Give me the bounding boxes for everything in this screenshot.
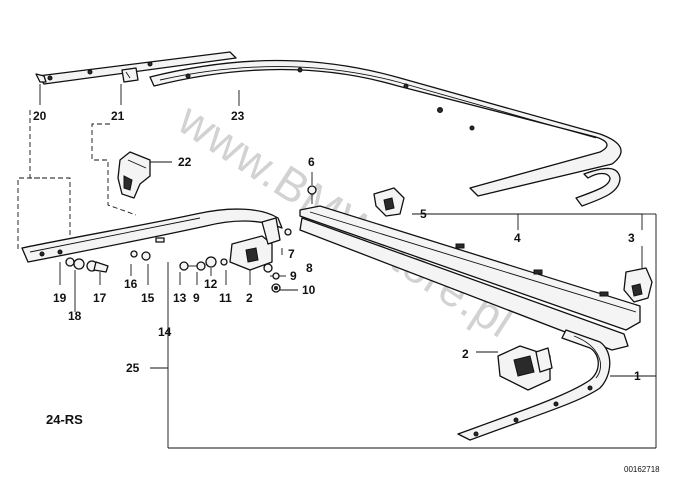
callout-7: 7 <box>288 247 295 261</box>
callout-5: 5 <box>420 207 427 221</box>
callout-12: 12 <box>204 277 218 291</box>
callout-16: 16 <box>124 277 138 291</box>
callout-3: 3 <box>628 231 635 245</box>
callout-13: 13 <box>173 291 187 305</box>
upper-seal-strip <box>35 51 237 85</box>
callout-labels: 20 21 23 22 6 5 4 3 7 8 9 10 19 17 16 15… <box>33 109 641 383</box>
small-clip <box>121 67 139 83</box>
rail-clip-front <box>373 187 405 217</box>
top-seal-strip <box>149 59 622 207</box>
callout-11: 11 <box>219 291 232 305</box>
fasteners-left <box>65 250 151 273</box>
callout-17: 17 <box>93 291 107 305</box>
bracket-clip <box>117 151 151 199</box>
hinge-bracket-lower <box>497 345 553 391</box>
leader-lines <box>17 84 657 449</box>
callout-15: 15 <box>141 291 155 305</box>
front-bow <box>457 329 611 441</box>
callout-18: 18 <box>68 309 82 323</box>
callout-9-left: 9 <box>193 291 200 305</box>
section-label: 24-RS <box>46 412 83 427</box>
callout-21: 21 <box>111 109 125 123</box>
callout-8: 8 <box>306 261 313 275</box>
hinge-bracket-upper <box>229 217 281 271</box>
callout-14: 14 <box>158 325 172 339</box>
left-rail <box>21 208 283 263</box>
callout-20: 20 <box>33 109 47 123</box>
callout-22: 22 <box>178 155 192 169</box>
callout-19: 19 <box>53 291 67 305</box>
document-number: 00162718 <box>624 465 660 474</box>
callout-1: 1 <box>634 369 641 383</box>
callout-10: 10 <box>302 283 316 297</box>
callout-2-upper: 2 <box>246 291 253 305</box>
callout-9-right: 9 <box>290 269 297 283</box>
callout-2-lower: 2 <box>462 347 469 361</box>
callout-4: 4 <box>514 231 521 245</box>
callout-6: 6 <box>308 155 315 169</box>
main-rail <box>299 205 641 351</box>
rail-clip-rear <box>623 267 653 303</box>
callout-25: 25 <box>126 361 140 375</box>
callout-23: 23 <box>231 109 245 123</box>
fasteners-center <box>179 185 317 293</box>
